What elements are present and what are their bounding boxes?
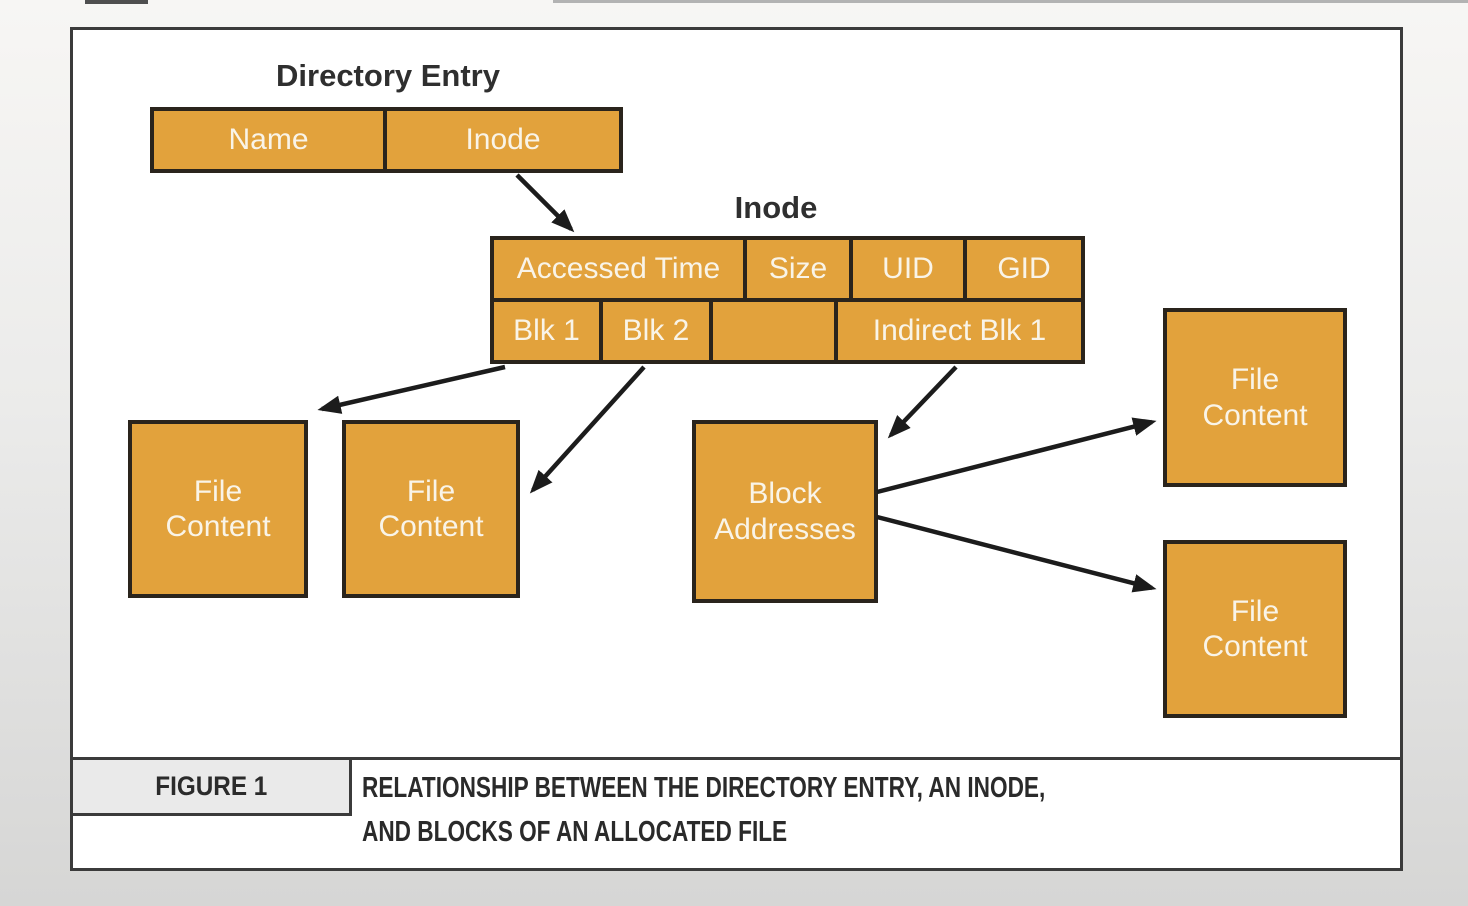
- inode-table: Accessed Time Size UID GID Blk 1 Blk 2: [490, 236, 1085, 364]
- cell-name: Name: [150, 107, 387, 173]
- file-content-box-1: File Content: [128, 420, 308, 598]
- cell-blk1-label: Blk 1: [513, 314, 580, 348]
- file-content-box-4-label: File Content: [1202, 594, 1308, 663]
- file-content-box-2-label: File Content: [378, 474, 484, 543]
- cell-blk2-label: Blk 2: [622, 314, 690, 348]
- figure-caption: RELATIONSHIP BETWEEN THE DIRECTORY ENTRY…: [362, 766, 1238, 854]
- directory-entry-title: Directory Entry: [276, 58, 500, 93]
- directory-entry-table: Name Inode: [150, 107, 623, 173]
- figure-number-box: FIGURE 1: [70, 757, 352, 816]
- cell-indirect-blk1-label: Indirect Blk 1: [872, 314, 1047, 348]
- figure-caption-line-1: RELATIONSHIP BETWEEN THE DIRECTORY ENTRY…: [362, 766, 1238, 810]
- cell-gid-label: GID: [997, 252, 1051, 286]
- top-edge-artifact-dark: [85, 0, 148, 4]
- cell-uid-label: UID: [882, 252, 934, 286]
- inode-title: Inode: [734, 190, 818, 225]
- file-content-box-1-label: File Content: [165, 474, 271, 543]
- file-content-box-2: File Content: [342, 420, 520, 598]
- cell-blk1: Blk 1: [490, 298, 603, 364]
- cell-indirect-blk1: Indirect Blk 1: [834, 298, 1085, 364]
- cell-blk2: Blk 2: [599, 298, 713, 364]
- figure-number-label: FIGURE 1: [154, 771, 268, 801]
- inode-row-1: Accessed Time Size UID GID: [490, 236, 1085, 302]
- cell-inode-number-label: Inode: [465, 123, 541, 157]
- block-addresses-box: Block Addresses: [692, 420, 878, 603]
- file-content-box-3-label: File Content: [1202, 363, 1308, 432]
- inode-row-2: Blk 1 Blk 2 Indirect Blk 1: [490, 298, 1085, 364]
- caption-divider-line: [70, 757, 1403, 760]
- file-content-box-4: File Content: [1163, 540, 1347, 718]
- cell-uid: UID: [849, 236, 967, 302]
- cell-empty-block: [709, 298, 838, 364]
- top-edge-artifact-faint: [553, 0, 1468, 3]
- cell-name-label: Name: [228, 123, 309, 157]
- cell-inode-number: Inode: [383, 107, 623, 173]
- figure-caption-line-1-text: RELATIONSHIP BETWEEN THE DIRECTORY ENTRY…: [362, 772, 1046, 804]
- cell-accessed-time-label: Accessed Time: [516, 252, 721, 286]
- cell-size-label: Size: [768, 252, 828, 286]
- figure-caption-line-2: AND BLOCKS OF AN ALLOCATED FILE: [362, 810, 1238, 854]
- figure-caption-line-2-text: AND BLOCKS OF AN ALLOCATED FILE: [362, 816, 788, 848]
- cell-accessed-time: Accessed Time: [490, 236, 747, 302]
- file-content-box-3: File Content: [1163, 308, 1347, 487]
- cell-gid: GID: [963, 236, 1085, 302]
- cell-size: Size: [743, 236, 853, 302]
- block-addresses-label: Block Addresses: [714, 477, 856, 546]
